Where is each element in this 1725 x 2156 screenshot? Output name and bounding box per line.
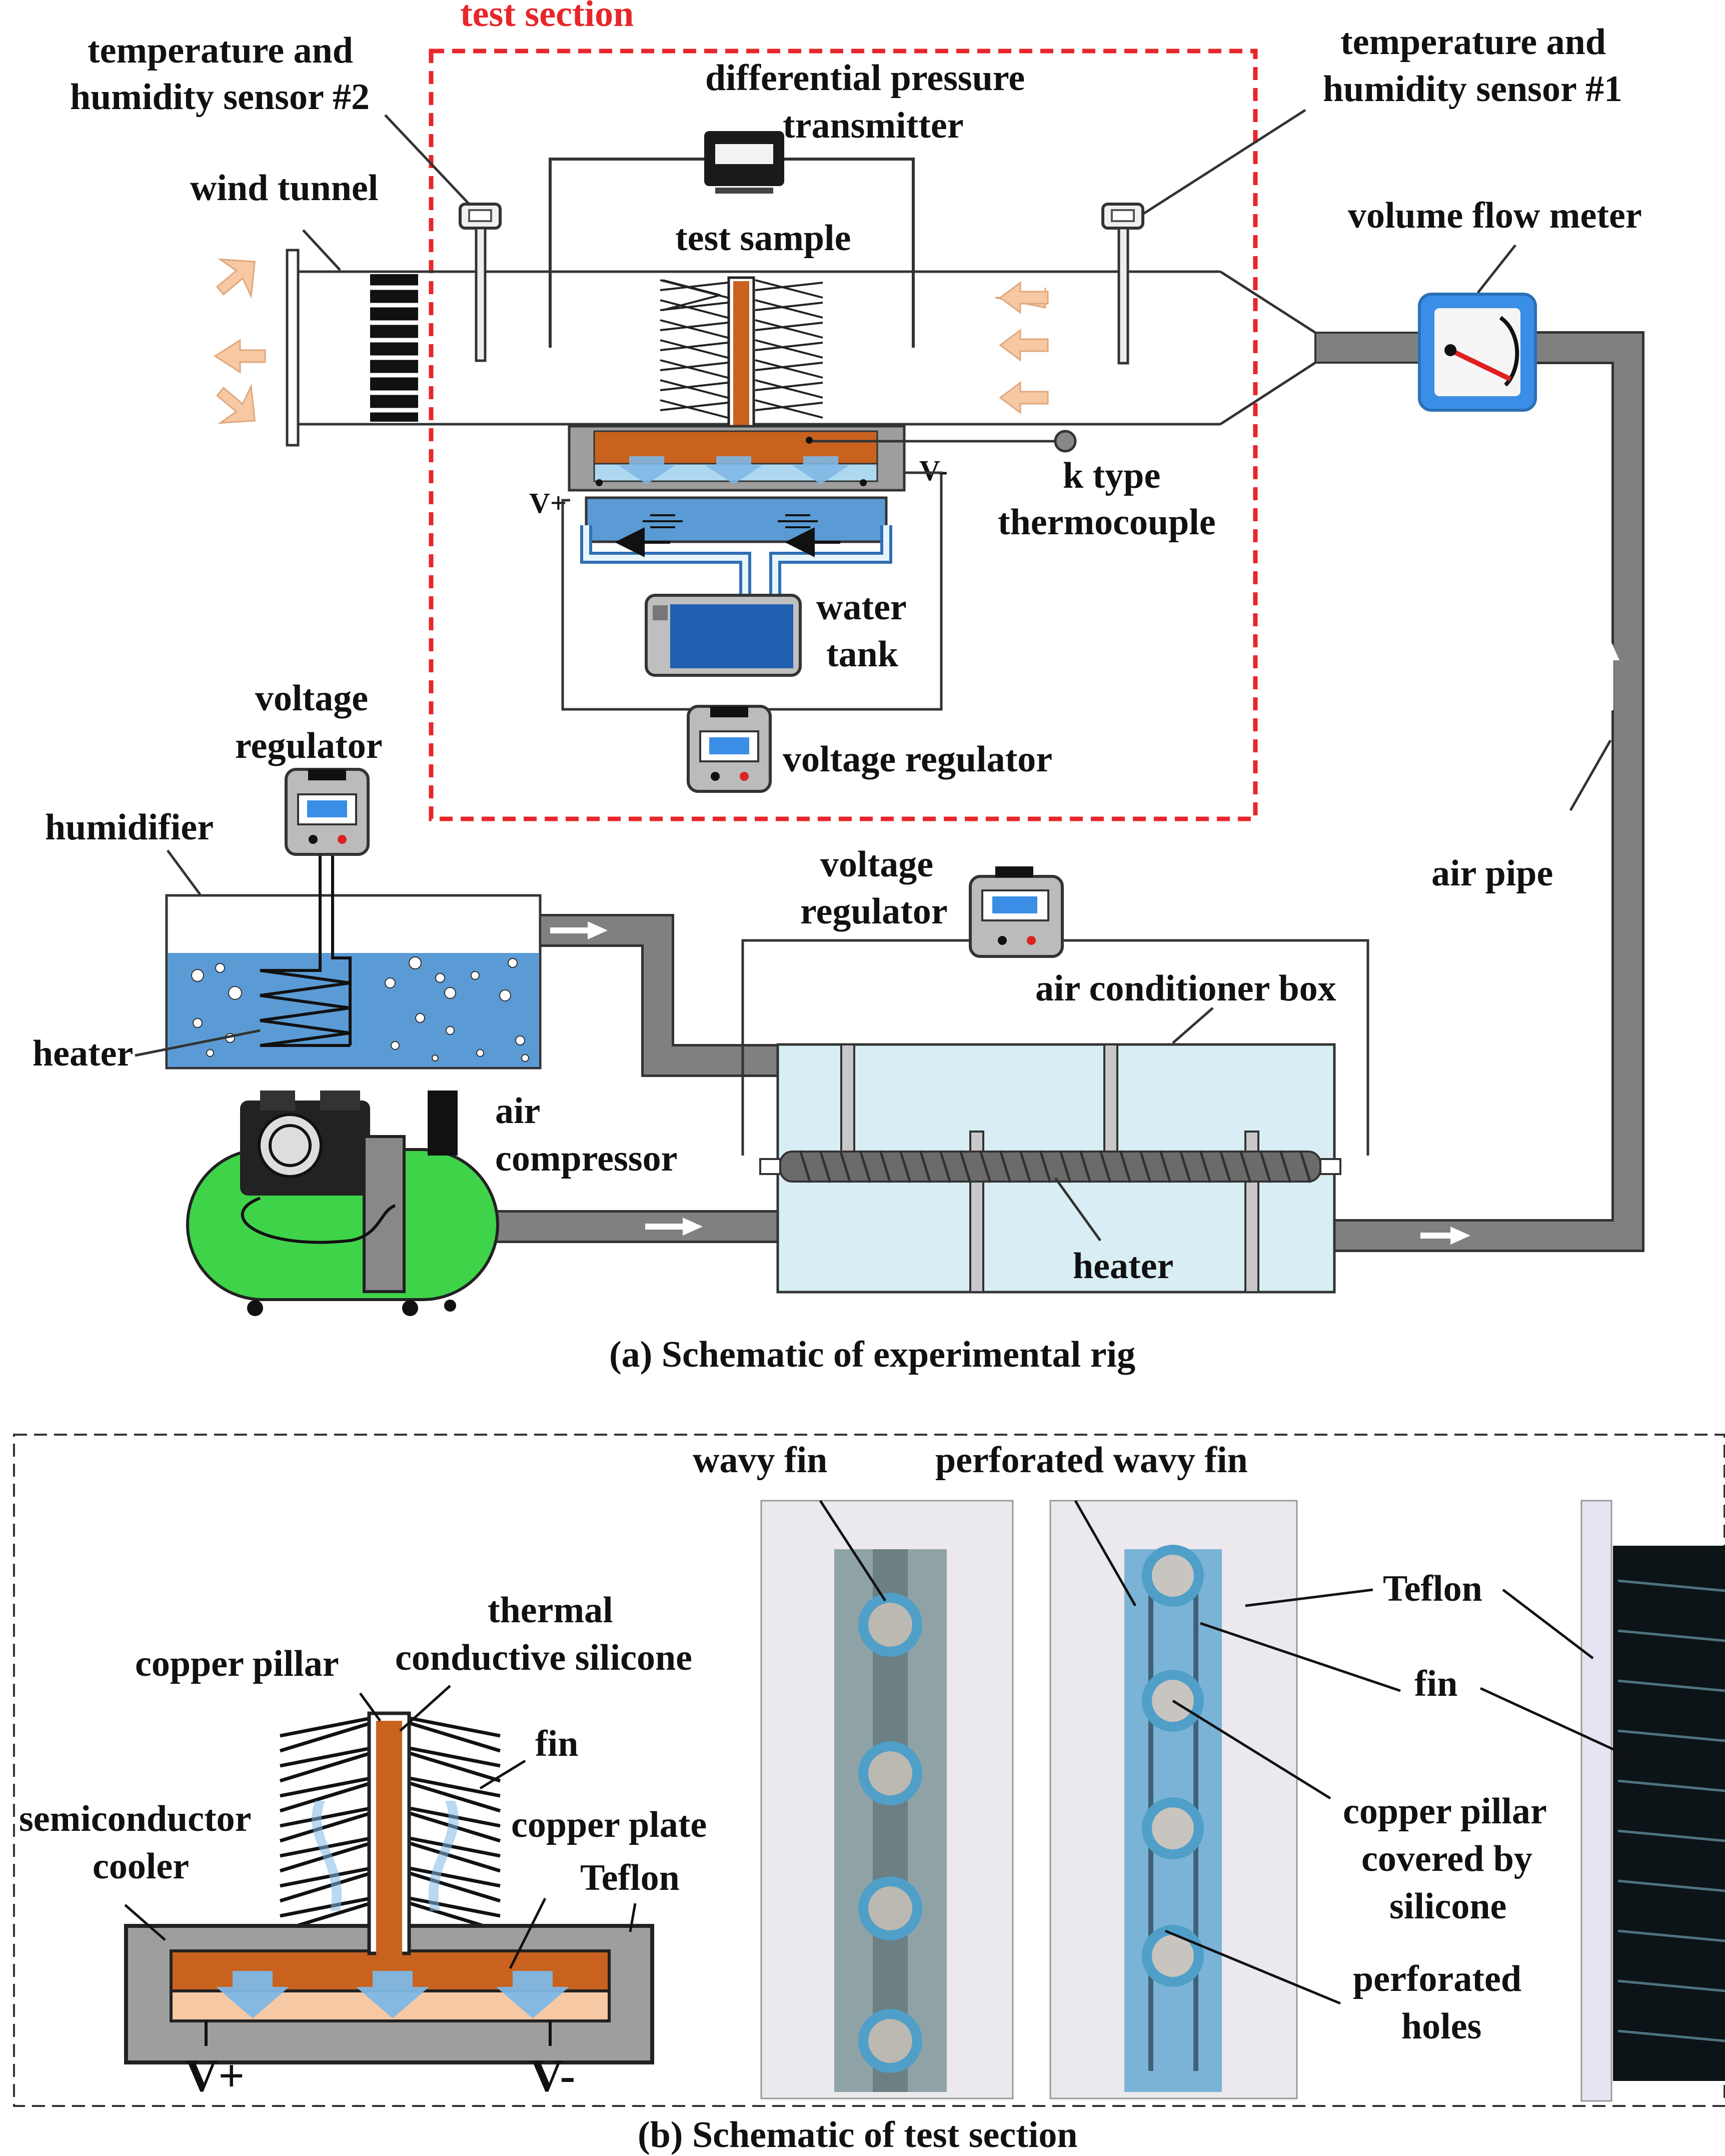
wind-tunnel [286,229,1316,447]
perforated-holes-label-2: holes [1401,2006,1481,2047]
photo-wavy-fin [760,1500,1014,2099]
test-section-label: test section [460,0,634,35]
dp-transmitter-label-1: differential pressure [705,58,1025,99]
air-conditioner-box-label: air conditioner box [1035,968,1336,1009]
wavy-fin-label: wavy fin [693,1440,827,1481]
test-sample [660,276,823,430]
copper-plate-label: copper plate [511,1804,707,1845]
test-section-box [429,49,1258,821]
th-sensor-1 [1101,109,1306,365]
flow-straightener [370,274,418,422]
th-sensor-1-label-2: humidity sensor #1 [1323,69,1622,110]
voltage-regulator-humidifier-label-1: voltage [255,678,368,719]
dp-transmitter [549,131,915,348]
air-pipe [1314,331,1644,1252]
voltage-regulator-test [687,705,772,793]
fin-left-label: fin [535,1723,578,1764]
humidifier-pipe [541,914,780,1077]
caption-b: (b) Schematic of test section [638,2114,1078,2155]
voltage-regulator-humidifier-label-2: regulator [235,725,383,766]
panel-a: test section wind tunnel [33,0,1644,1375]
outflow-arrows [214,258,266,424]
fin-right-label: fin [1414,1663,1457,1704]
copper-pillar-label: copper pillar [135,1643,339,1684]
section-schematic [124,1685,654,2064]
heater-left-label: heater [33,1033,133,1074]
cooler-assembly [568,425,906,543]
air-conditioner-box [741,939,1369,1294]
water-tank-label-1: water [816,587,907,628]
cooler-v-minus: V- [919,454,948,487]
copper-pillar-covered-label-1: copper pillar [1343,1791,1547,1832]
water-tank-label-2: tank [826,634,899,675]
thermal-silicone-label-1: thermal [488,1590,613,1631]
semiconductor-cooler-label-1: semiconductor [19,1798,252,1839]
k-type-label-2: thermocouple [998,502,1216,543]
semiconductor-cooler-label-2: cooler [93,1846,189,1887]
cooler-v-plus: V+ [529,487,567,519]
air-compressor-label-2: compressor [495,1138,677,1179]
copper-pillar-covered-label-2: covered by [1361,1838,1532,1879]
thermocouple-tip [1054,430,1077,453]
water-loop [580,525,892,600]
perforated-wavy-fin-label: perforated wavy fin [935,1440,1248,1481]
th-sensor-2-label-1: temperature and [88,30,353,71]
voltage-regulator-humidifier [285,768,370,856]
air-pipe-label: air pipe [1431,853,1553,894]
wind-tunnel-label: wind tunnel [190,168,378,209]
test-sample-label: test sample [675,218,851,259]
voltage-regulator-test-label: voltage regulator [783,739,1052,780]
humidifier [135,849,542,1069]
perforated-holes-label-1: perforated [1353,1958,1521,1999]
compressor-pipe [493,1210,780,1243]
inflow-arrows [995,281,1049,414]
box-heater-label: heater [1073,1246,1173,1287]
th-sensor-2 [384,114,502,362]
volume-flow-meter [1418,244,1537,412]
air-compressor [186,1091,499,1316]
air-compressor-label-1: air [495,1091,540,1132]
k-type-label-1: k type [1063,455,1160,496]
photo-perforated-fin [1049,1500,1298,2099]
humidifier-label: humidifier [45,807,214,848]
water-tank [645,594,802,677]
v-minus-label: V- [530,2050,575,2101]
th-sensor-2-label-2: humidity sensor #2 [70,77,370,118]
th-sensor-1-label-1: temperature and [1340,22,1606,63]
thermal-silicone-label-2: conductive silicone [395,1637,692,1678]
voltage-regulator-box-label-2: regulator [800,891,948,932]
dp-transmitter-label-2: transmitter [783,105,964,146]
teflon-left-label: Teflon [580,1857,680,1898]
copper-pillar-covered-label-3: silicone [1389,1886,1506,1927]
caption-a: (a) Schematic of experimental rig [609,1334,1135,1375]
teflon-right-label: Teflon [1383,1568,1482,1609]
photo-side-view [1580,1500,1725,2102]
panel-b: thermal conductive silicone copper pilla… [13,1434,1725,2155]
photo-leaders [1165,1588,1634,2005]
voltage-regulator-box-label-1: voltage [820,844,933,885]
v-plus-label: V+ [185,2050,245,2101]
voltage-regulator-box [969,866,1064,958]
volume-flow-meter-label: volume flow meter [1348,195,1642,236]
